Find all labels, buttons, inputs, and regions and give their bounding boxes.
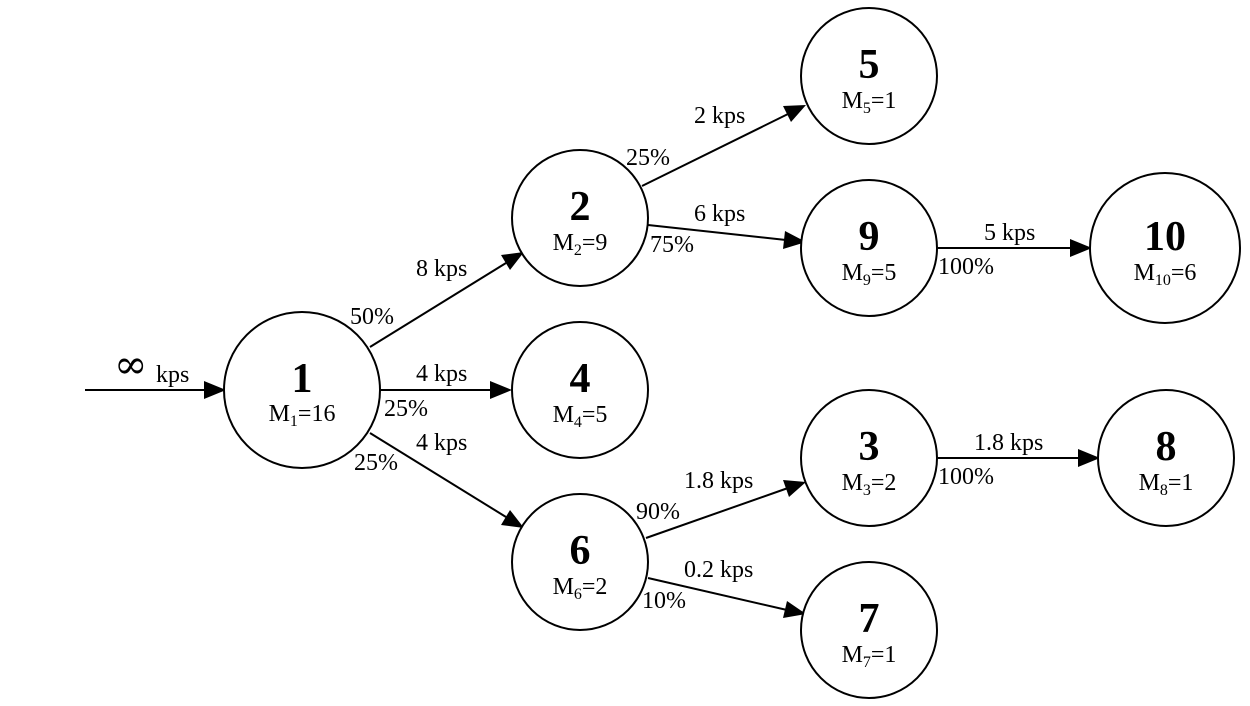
edge-percent-label: 50% [350,304,394,330]
node-circle [800,389,938,527]
edge-percent-label: 10% [642,588,686,614]
node-memory: M3=2 [842,470,897,499]
node-1: 1 M1=16 [223,311,381,469]
edge-arrowhead [783,480,806,497]
edge-arrowhead [783,231,806,249]
edge-rate-label: 6 kps [694,201,745,227]
node-memory: M5=1 [842,88,897,117]
edge-percent-label: 25% [354,450,398,476]
edge-2-5: 2 kps 25% [626,103,806,187]
node-memory: M9=5 [842,260,897,289]
node-memory: M6=2 [553,574,608,603]
input-arrowhead [204,381,226,399]
edge-arrowhead [501,252,524,270]
edge-arrowhead [501,510,524,528]
edge-6-7: 0.2 kps 10% [642,557,806,618]
node-memory: M1=16 [269,401,336,430]
edge-percent-label: 100% [938,254,994,280]
edge-arrowhead [1078,449,1100,467]
node-8: 8 M8=1 [1097,389,1235,527]
node-circle [223,311,381,469]
edge-arrowhead [783,601,806,618]
node-2: 2 M2=9 [511,149,649,287]
node-10: 10 M10=6 [1089,172,1241,324]
edge-line [647,224,787,241]
node-7: 7 M7=1 [800,561,938,699]
edge-3-8: 1.8 kps 100% [938,430,1100,490]
edge-1-4: 4 kps 25% [380,361,512,422]
edge-line [641,113,789,187]
edge-percent-label: 25% [384,396,428,422]
node-id: 2 [570,184,591,230]
edge-line [369,432,507,518]
edge-6-3: 1.8 kps 90% [636,468,806,539]
edge-rate-label: 1.8 kps [974,430,1043,456]
node-circle [800,7,938,145]
edge-arrowhead [783,105,806,122]
edge-1-2: 8 kps 50% [350,252,524,348]
node-id: 6 [570,528,591,574]
input-edge: ∞ kps [85,342,226,399]
node-id: 8 [1156,424,1177,470]
node-memory: M4=5 [553,402,608,431]
node-id: 10 [1144,214,1186,260]
node-id: 1 [292,356,313,402]
node-circle [511,321,649,459]
node-circle [1089,172,1241,324]
edge-rate-label: 2 kps [694,103,745,129]
edge-line [369,262,507,348]
node-id: 9 [859,214,880,260]
node-memory: M10=6 [1134,260,1197,289]
node-circle [511,493,649,631]
node-9: 9 M9=5 [800,179,938,317]
edge-2-9: 6 kps 75% [647,201,806,258]
edge-percent-label: 100% [938,464,994,490]
node-memory: M2=9 [553,230,608,259]
node-memory: M7=1 [842,642,897,671]
edge-arrowhead [1070,239,1092,257]
node-circle [511,149,649,287]
node-4: 4 M4=5 [511,321,649,459]
node-id: 5 [859,42,880,88]
edge-rate-label: 4 kps [416,430,467,456]
node-id: 3 [859,424,880,470]
node-3: 3 M3=2 [800,389,938,527]
edge-rate-label: 8 kps [416,256,467,282]
node-circle [1097,389,1235,527]
edge-percent-label: 25% [626,145,670,171]
edge-percent-label: 90% [636,499,680,525]
node-6: 6 M6=2 [511,493,649,631]
node-id: 7 [859,596,880,642]
edge-1-6: 4 kps 25% [354,430,524,528]
edge-rate-label: 0.2 kps [684,557,753,583]
edge-rate-label: 4 kps [416,361,467,387]
edge-line [645,487,789,539]
node-id: 4 [570,356,591,402]
node-5: 5 M5=1 [800,7,938,145]
node-memory: M8=1 [1139,470,1194,499]
edge-9-10: 5 kps 100% [938,220,1092,280]
edge-percent-label: 75% [650,232,694,258]
node-circle [800,561,938,699]
input-infinity: ∞ [114,342,147,388]
node-circle [800,179,938,317]
edge-arrowhead [490,381,512,399]
input-rate-unit: kps [156,362,189,388]
edge-line [647,577,788,611]
edge-rate-label: 1.8 kps [684,468,753,494]
edge-rate-label: 5 kps [984,220,1035,246]
